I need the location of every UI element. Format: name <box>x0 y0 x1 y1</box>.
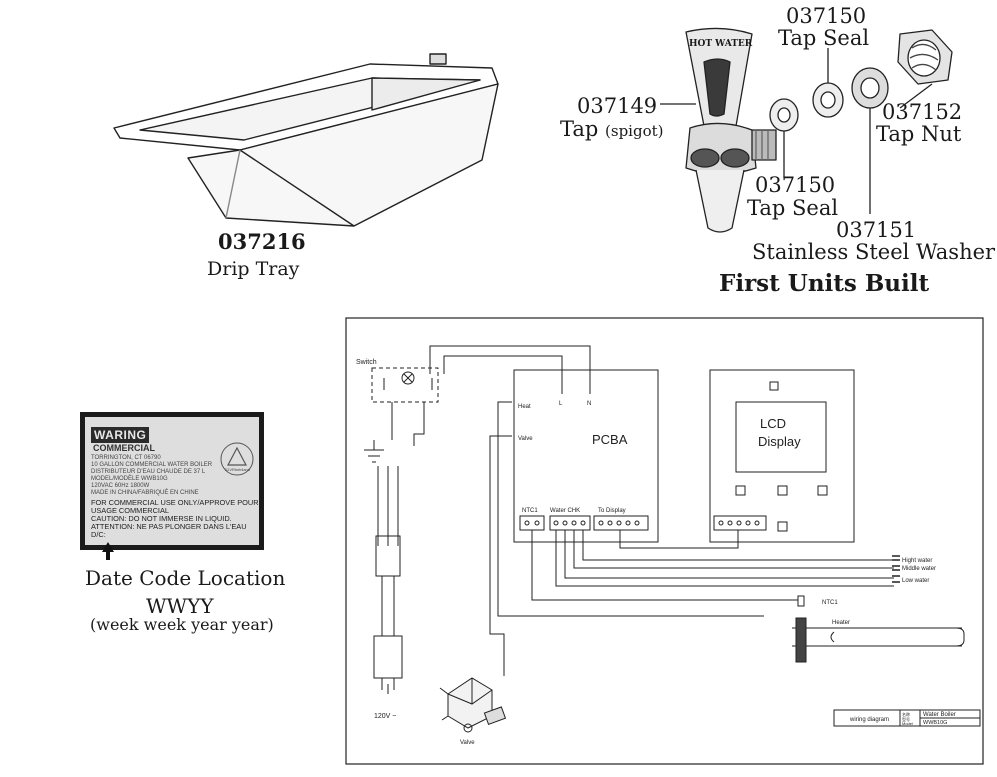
pcba-board <box>513 369 659 543</box>
rating-label-plate: WARING COMMERCIAL TORRINGTON, CT 06790 1… <box>80 412 264 550</box>
display-cable <box>619 530 739 549</box>
tap-nut-name: Tap Nut <box>876 122 962 146</box>
tap-assembly-drawing <box>660 27 953 233</box>
ntc1-probe-label: NTC1 <box>822 600 838 606</box>
display-input-connector <box>713 515 767 531</box>
title-block-cn-name: 名称 <box>902 711 910 717</box>
tap-name: Tap (spigot) <box>560 119 664 140</box>
title-block-model: WWB10G <box>923 720 947 726</box>
date-code-arrow-icon <box>102 542 114 560</box>
label-line: DISTRIBUTEUR D'EAU CHAUDE DE 37 L <box>91 469 206 475</box>
tap-seal-top-name: Tap Seal <box>778 26 870 50</box>
washer-name: Stainless Steel Washer <box>752 240 996 264</box>
lcd-label-line2: Display <box>758 434 801 449</box>
spigot-badge-text: HOT WATER <box>689 39 753 49</box>
label-line: TORRINGTON, CT 06790 <box>91 455 161 461</box>
valve-label: Valve <box>460 740 475 746</box>
tuv-cert-icon: TÜVRheinland <box>220 442 254 476</box>
diagram-frame <box>345 317 984 765</box>
display-button <box>817 485 828 496</box>
tap-seal-bottom-name: Tap Seal <box>747 196 839 220</box>
title-block-model-label: Model <box>902 721 913 726</box>
live-wire <box>429 345 591 378</box>
display-button <box>735 485 746 496</box>
to-display-connector <box>593 515 649 531</box>
solenoid-valve <box>439 677 507 733</box>
tap-part-number: 037149 <box>577 94 658 118</box>
switch-label: Switch <box>356 359 377 366</box>
title-block-product: Water Boiler <box>923 712 956 718</box>
washer-part-number: 037151 <box>836 218 917 242</box>
label-line: 120VAC 60Hz 1800W <box>91 483 150 489</box>
display-indicator <box>769 381 779 391</box>
pcba-label: PCBA <box>592 432 628 447</box>
drip-tray-name: Drip Tray <box>207 258 300 280</box>
heat-label: Heat <box>518 404 531 410</box>
heater-label: Heater <box>832 620 850 626</box>
valve-conn-label: Valve <box>518 436 533 442</box>
tap-seal-bottom-part-number: 037150 <box>755 173 836 197</box>
tap-assembly-caption: First Units Built <box>719 270 930 297</box>
title-block-caption: wiring diagram <box>849 717 889 723</box>
power-switch <box>371 367 439 403</box>
heater-element <box>792 627 962 647</box>
brand-sub: COMMERCIAL <box>93 443 155 453</box>
middle-water-label: Middle water <box>902 566 936 572</box>
drip-tray-part-number: 037216 <box>218 229 306 254</box>
rating-label: WARING COMMERCIAL TORRINGTON, CT 06790 1… <box>85 417 259 545</box>
date-code-title: Date Code Location <box>85 566 286 590</box>
label-line: MODEL/MODÈLE WWB10G <box>91 476 168 482</box>
display-board <box>709 369 855 543</box>
ntc1-conn-label: NTC1 <box>522 508 538 514</box>
tap-nut-part-number: 037152 <box>882 100 963 124</box>
label-line: MADE IN CHINA/FABRIQUÉ EN CHINE <box>91 490 199 496</box>
pin-l-label: L <box>559 401 563 407</box>
ntc1-connector <box>519 515 545 531</box>
power-plug <box>373 635 403 679</box>
display-button <box>777 521 788 532</box>
voltage-label: 120V ~ <box>374 713 396 720</box>
neutral-wire <box>443 355 563 378</box>
tap-label: Tap <box>560 117 599 141</box>
water-chk-connector <box>549 515 591 531</box>
low-water-label: Low water <box>902 578 929 584</box>
tap-note: (spigot) <box>605 122 664 140</box>
wiring-diagram: Switch PCBA L N Heat Valve NTC1 Water CH… <box>345 317 984 765</box>
drip-tray-drawing <box>113 53 499 227</box>
lcd-label-line1: LCD <box>760 416 786 431</box>
label-line: 10 GALLON COMMERCIAL WATER BOILER <box>91 462 213 468</box>
label-line: ATTENTION: NE PAS PLONGER DANS L'EAU <box>91 522 247 531</box>
title-block-cn-model: 型号 <box>902 716 910 722</box>
display-button <box>777 485 788 496</box>
brand-logo: WARING <box>91 427 150 443</box>
power-cord <box>377 466 399 546</box>
date-code-explanation: (week week year year) <box>90 615 274 634</box>
cert-mark-text: TÜVRheinland <box>224 467 250 472</box>
water-chk-label: Water CHK <box>550 508 580 514</box>
label-line: USAGE COMMERCIAL <box>91 506 170 515</box>
connector-pins <box>524 520 760 526</box>
hight-water-label: Hight water <box>902 558 932 564</box>
date-code-field: D/C: <box>91 530 106 539</box>
label-line: CAUTION: DO NOT IMMERSE IN LIQUID. <box>91 514 232 523</box>
label-line: FOR COMMERCIAL USE ONLY/APPROVE POUR <box>91 498 259 507</box>
pin-n-label: N <box>587 401 591 407</box>
to-display-label: To Display <box>598 508 626 514</box>
lcd-screen <box>735 401 827 473</box>
date-code-format: WWYY <box>146 594 214 618</box>
tap-seal-top-part-number: 037150 <box>786 4 867 28</box>
